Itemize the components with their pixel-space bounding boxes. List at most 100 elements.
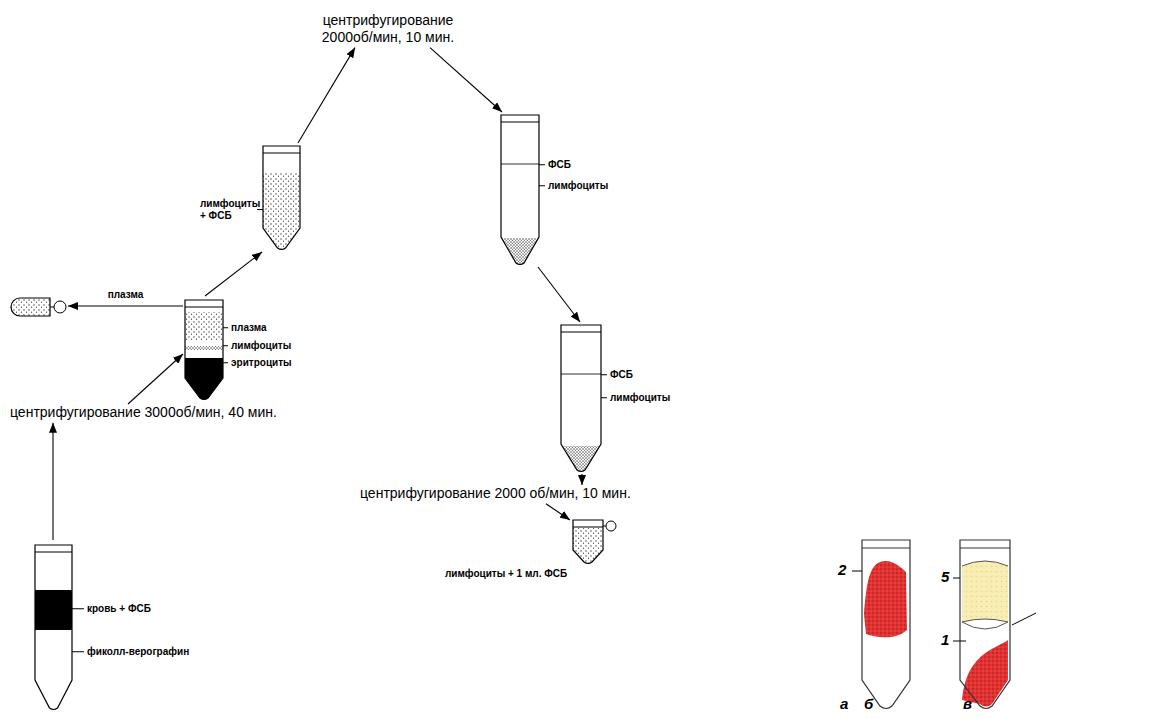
callout-number: 5 (941, 569, 949, 586)
red-cell-sediment (962, 640, 1008, 707)
leader-line (601, 374, 607, 375)
layer-label: ФСБ (610, 369, 633, 381)
tube-contents (8, 294, 68, 324)
plasma-layer (962, 561, 1008, 626)
tube-figure (32, 540, 191, 712)
leader-line (1012, 613, 1036, 625)
leader-line (953, 641, 966, 642)
leader-line (601, 397, 607, 398)
tube-figure (8, 294, 68, 320)
tube-figure (445, 520, 625, 582)
leader-line (72, 608, 84, 609)
tube-rim (862, 548, 910, 549)
leader-line (223, 327, 228, 328)
test-tube (263, 146, 300, 250)
plasma-tube (8, 294, 68, 320)
leader-line (72, 651, 84, 652)
tube-figure (183, 296, 294, 402)
tube-contents (32, 590, 191, 630)
panel-letter: а (840, 696, 848, 713)
step-text: центрифугирование 3000об/мин, 40 мин. (10, 404, 277, 421)
layer-label: лимфоциты (548, 180, 608, 192)
red-cell-layer (864, 561, 907, 637)
edge-label: плазма (106, 289, 146, 301)
tube-figure (558, 322, 672, 474)
cell-suspension (183, 346, 294, 350)
washed-tube: ФСБ лимфоциты (498, 112, 610, 267)
separated-tube: плазмалимфоцитыэритроциты (183, 296, 294, 402)
flow-arrow (205, 252, 262, 296)
layer-label: ФСБ (548, 159, 571, 171)
leader-line (953, 578, 960, 579)
flow-arrow (128, 354, 183, 404)
layer-label: фиколл-верографин (87, 646, 189, 658)
callout-number: 2 (838, 562, 846, 579)
cell-layer (183, 358, 294, 406)
flow-arrow (52, 423, 53, 540)
tube-rim (501, 122, 539, 123)
step-text: центрифугирование 2000 об/мин, 10 мин. (360, 485, 631, 502)
tube-figure (200, 143, 302, 252)
flow-arrow (546, 504, 570, 520)
test-tube (862, 540, 910, 709)
blood-tube: кровь + ФСБ фиколл-верографин (32, 540, 191, 712)
cell-suspension (558, 446, 672, 482)
layer-label: лимфоциты (610, 392, 670, 404)
tube-cap (54, 301, 66, 313)
flow-arrow (68, 305, 183, 306)
test-tube (35, 545, 72, 710)
final-tube: лимфоциты + 1 мл. ФСБ (445, 520, 625, 582)
centrifuge-step: центрифугирование 2000 об/мин, 10 мин. (360, 485, 633, 504)
layer-label: лимфоциты + ФСБ (200, 198, 254, 221)
test-tube (11, 298, 50, 316)
tube-contents (498, 164, 610, 272)
liquid-surface (558, 374, 672, 375)
flow-arrow (581, 474, 582, 485)
test-tube (573, 520, 603, 564)
layer-label: кровь + ФСБ (87, 603, 151, 615)
cell-suspension (8, 294, 68, 324)
cell-suspension (498, 238, 610, 272)
callout-number: 1 (941, 632, 949, 649)
leader-line (539, 185, 545, 186)
tube-rim (573, 527, 603, 528)
step-text: центрифугирование 2000об/мин, 10 мин. (318, 12, 458, 46)
washed-tube: ФСБ лимфоциты (558, 322, 672, 474)
cell-suspension (200, 173, 302, 253)
interphase-ring (962, 619, 1008, 629)
tube-figure (498, 112, 610, 267)
test-tube (960, 540, 1010, 709)
leader-line (223, 362, 228, 363)
centrifuge-step: центрифугирование 2000об/мин, 10 мин. (318, 12, 460, 48)
tube-b (862, 540, 910, 709)
test-tube (561, 325, 601, 472)
tube-contents (558, 374, 672, 482)
lymphocyte-tube: лимфоциты + ФСБ (200, 143, 302, 252)
cell-suspension (445, 528, 625, 570)
leader-line (539, 164, 545, 165)
tube-rim (35, 552, 72, 553)
cap-strap (603, 526, 606, 527)
meniscus (962, 561, 1008, 566)
tube-cap (606, 521, 616, 531)
liquid-surface (498, 164, 610, 165)
leader-line (223, 345, 228, 346)
layer-label: эритроциты (231, 357, 292, 369)
cap-strap (50, 307, 54, 308)
centrifuge-step: центрифугирование 3000об/мин, 40 мин. (10, 404, 279, 423)
tube-v (960, 540, 1010, 709)
tube-contents (445, 528, 625, 570)
tube-contents (200, 173, 302, 253)
test-tube (501, 115, 539, 265)
leader-line (852, 571, 862, 572)
tube-rim (263, 153, 300, 154)
tube-rim (185, 307, 223, 308)
flow-arrow (430, 48, 502, 112)
layer-label: лимфоциты + 1 мл. ФСБ (445, 568, 567, 580)
